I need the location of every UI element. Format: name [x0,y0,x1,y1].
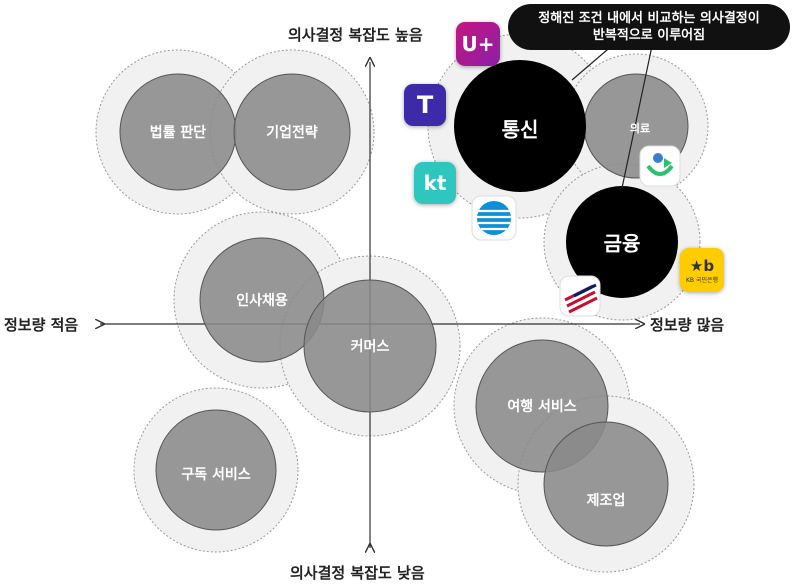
bubble-manufacturing [543,421,669,547]
label-subscription: 구독 서비스 [181,467,251,483]
kb-logo-text: KB 국민은행 [685,276,719,284]
bubble-strategy [233,73,351,191]
callout-line-1: 정해진 조건 내에서 비교하는 의사결정이 [538,11,760,26]
uplus-logo-text: U+ [461,32,495,56]
label-finance: 금융 [603,231,641,256]
axis-bottom-label: 의사결정 복잡도 낮음 [290,564,425,582]
tmap-logo-text: T [416,91,434,119]
bubble-layer [119,60,689,547]
label-manufacturing: 제조업 [586,493,626,509]
kb-logo: ★b KB 국민은행 [680,248,724,292]
att-logo [471,195,517,241]
kb-logo-mark: ★b [689,256,715,275]
tmap-logo: T [404,84,446,126]
uplus-logo: U+ [456,22,500,66]
bofa-logo [559,275,601,317]
label-commerce: 커머스 [350,339,390,355]
axis-right-label: 정보량 많음 [650,316,725,334]
label-legal: 법률 판단 [149,125,207,141]
bubble-commerce [303,279,437,413]
callout-pointer-finance [621,45,653,189]
bubble-telecom [454,60,586,192]
kt-logo: kt [414,162,456,204]
label-medical: 의료 [629,122,651,135]
label-travel: 여행 서비스 [507,399,577,415]
axis-left-label: 정보량 적음 [4,316,79,334]
label-hr: 인사채용 [236,293,288,309]
callout-pointers [571,43,653,189]
label-strategy: 기업전략 [266,125,318,141]
bubble-subscription [155,409,277,531]
callout-box: 정해진 조건 내에서 비교하는 의사결정이 반복적으로 이루어짐 [508,4,790,50]
bubble-finance [566,186,678,298]
label-telecom: 통신 [501,117,539,142]
axis-top-label: 의사결정 복잡도 높음 [288,26,423,44]
kt-logo-text: kt [423,171,447,195]
callout-pointer-telecom [571,43,615,81]
callout-line-2: 반복적으로 이루어짐 [592,28,706,43]
medical-app-logo [639,145,681,187]
